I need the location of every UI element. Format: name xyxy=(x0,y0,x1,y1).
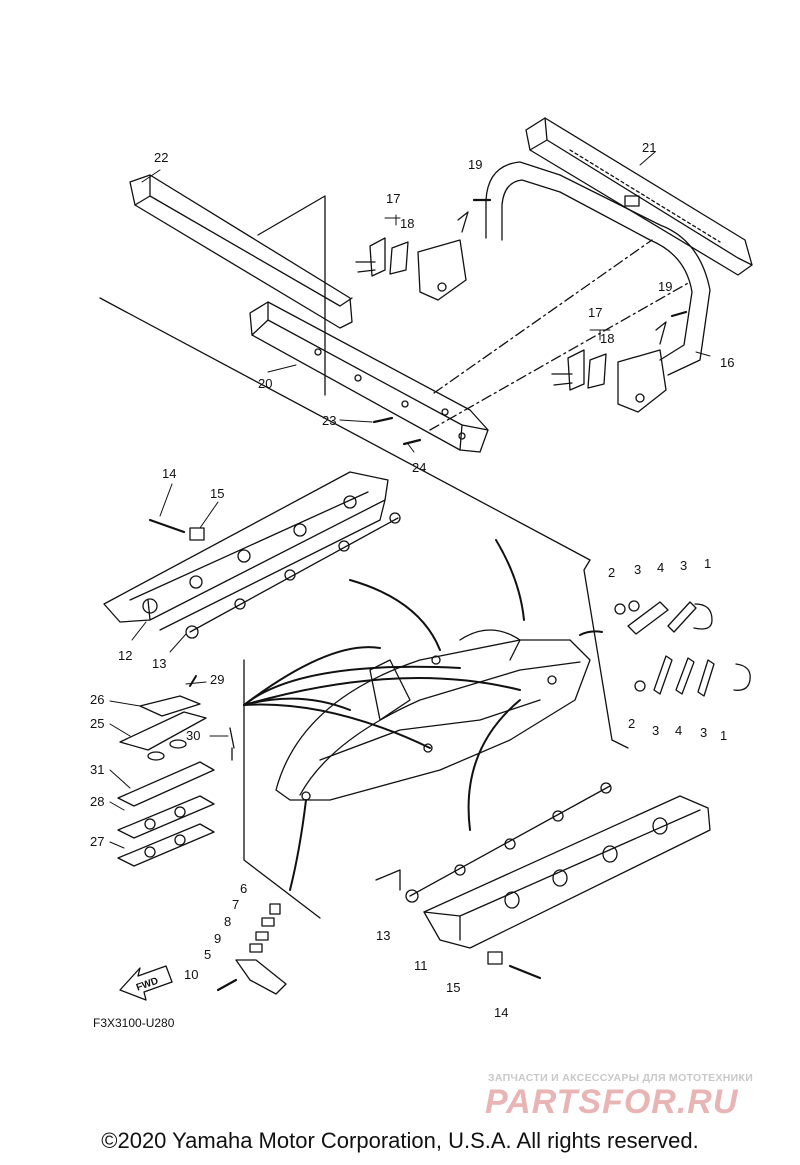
callout-18b: 18 xyxy=(600,331,614,346)
callout-2b: 2 xyxy=(628,716,635,731)
callout-labels: 22 21 19 17 18 19 17 18 16 20 23 24 14 1… xyxy=(90,140,734,1020)
callout-29: 29 xyxy=(210,672,224,687)
bracket-group-left xyxy=(355,211,469,301)
callout-20: 20 xyxy=(258,376,272,391)
hardware-lower-right xyxy=(634,655,751,697)
callout-26: 26 xyxy=(90,692,104,707)
bracket-lower-frame xyxy=(375,869,401,891)
callout-25: 25 xyxy=(90,716,104,731)
callout-16: 16 xyxy=(720,355,734,370)
callout-15b: 15 xyxy=(446,980,460,995)
part-12-left-sponson xyxy=(103,471,389,631)
drain-assembly xyxy=(216,903,287,995)
callout-11: 11 xyxy=(414,958,428,973)
bolt-19 xyxy=(472,198,688,318)
fwd-arrow xyxy=(119,965,173,1001)
bolt-24 xyxy=(402,438,422,446)
part-21-rear-pad xyxy=(525,117,753,276)
bolt-23 xyxy=(372,416,394,424)
callout-13a: 13 xyxy=(152,656,166,671)
callout-1b: 1 xyxy=(720,728,727,743)
callout-14b: 14 xyxy=(494,1005,508,1020)
part-11-right-sponson xyxy=(423,795,711,949)
hardware-upper-right xyxy=(614,600,713,635)
callout-3d: 3 xyxy=(700,725,707,740)
axis-line-1 xyxy=(433,239,653,394)
cleat-assembly xyxy=(117,675,235,867)
callout-3b: 3 xyxy=(680,558,687,573)
callout-19b: 19 xyxy=(658,279,672,294)
watermark-tagline: ЗАПЧАСТИ И АКСЕССУАРЫ ДЛЯ МОТОТЕХНИКИ xyxy=(488,1072,754,1084)
bolt-14-lower xyxy=(508,964,542,980)
divider-line xyxy=(99,297,591,561)
callout-14a: 14 xyxy=(162,466,176,481)
callout-19a: 19 xyxy=(468,157,482,172)
diagram-code: F3X3100-U280 xyxy=(93,1016,175,1030)
watermark-logo: PARTSFOR.RU xyxy=(485,1083,739,1121)
callout-3a: 3 xyxy=(634,562,641,577)
leader-curves xyxy=(243,539,603,891)
callout-2a: 2 xyxy=(608,565,615,580)
callout-4b: 4 xyxy=(675,723,682,738)
callout-28: 28 xyxy=(90,794,104,809)
part-22-top-bar xyxy=(129,174,353,329)
callout-17b: 17 xyxy=(588,305,602,320)
callout-22: 22 xyxy=(154,150,168,165)
part-13-pin-rod-upper xyxy=(185,512,401,639)
part-16-handle-tube xyxy=(485,161,711,376)
callout-24: 24 xyxy=(412,460,426,475)
part-20-bracket-bar xyxy=(249,301,489,453)
callout-leaders xyxy=(109,151,711,849)
callout-15a: 15 xyxy=(210,486,224,501)
callout-1a: 1 xyxy=(704,556,711,571)
guide-line-22 xyxy=(257,195,326,396)
callout-23: 23 xyxy=(322,413,336,428)
callout-31: 31 xyxy=(90,762,104,777)
bolt-14-upper xyxy=(148,518,186,534)
callout-7: 7 xyxy=(232,897,239,912)
spacer-15-lower xyxy=(487,951,503,965)
callout-10: 10 xyxy=(184,967,198,982)
bracket-left-panel xyxy=(243,659,321,919)
callout-17a: 17 xyxy=(386,191,400,206)
spacer-15-upper xyxy=(189,527,205,541)
callout-13b: 13 xyxy=(376,928,390,943)
bracket-group-right xyxy=(551,321,667,413)
callout-4a: 4 xyxy=(657,560,664,575)
callout-12: 12 xyxy=(118,648,132,663)
callout-8: 8 xyxy=(224,914,231,929)
callout-3c: 3 xyxy=(652,723,659,738)
callout-9: 9 xyxy=(214,931,221,946)
bracket-right-panel xyxy=(583,559,629,749)
axis-line-2 xyxy=(429,281,691,431)
callout-5: 5 xyxy=(204,947,211,962)
part-13-pin-rod-lower xyxy=(405,782,612,903)
copyright-notice: ©2020 Yamaha Motor Corporation, U.S.A. A… xyxy=(101,1128,699,1153)
callout-6: 6 xyxy=(240,881,247,896)
callout-30: 30 xyxy=(186,728,200,743)
callout-21: 21 xyxy=(642,140,656,155)
callout-27: 27 xyxy=(90,834,104,849)
watercraft-hull xyxy=(275,629,591,801)
callout-18a: 18 xyxy=(400,216,414,231)
